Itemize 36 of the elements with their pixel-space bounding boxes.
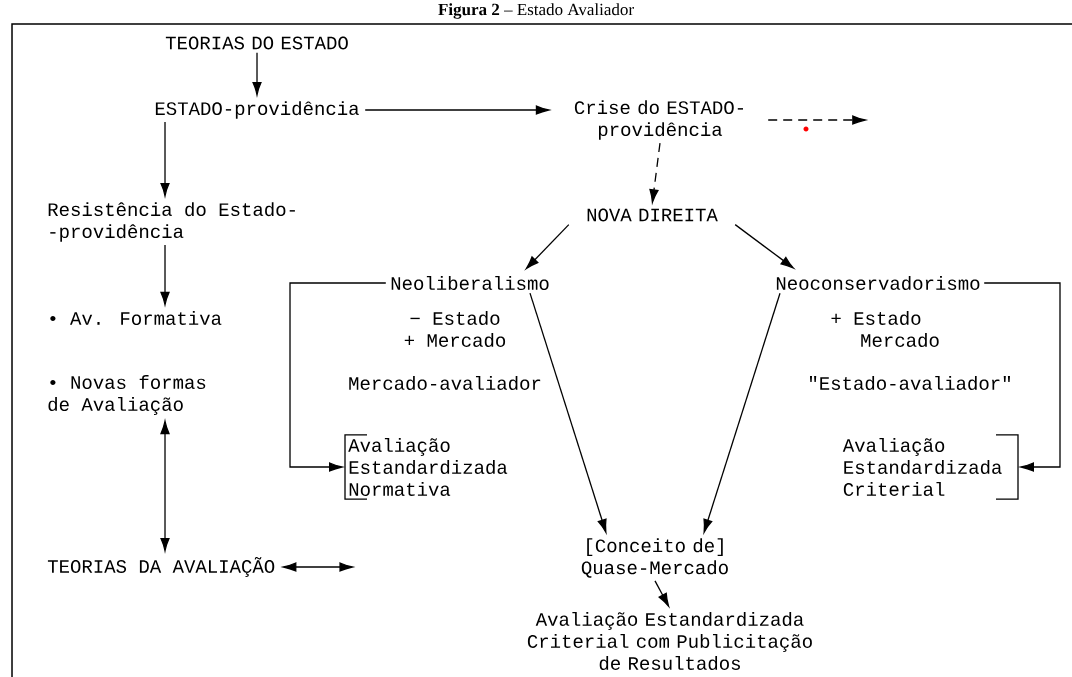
concept-text: ESTADO-providência <box>155 101 359 119</box>
heading-text: TEORIAS DO ESTADO <box>165 36 348 50</box>
concept-text: Crise do ESTADO-providência <box>574 100 743 140</box>
note-text: + Estado <box>831 311 921 325</box>
note-text: Mercado-avaliador <box>349 376 541 390</box>
arrow <box>252 52 262 96</box>
arrow <box>703 292 781 533</box>
arrow <box>983 282 1061 472</box>
concept-text: [Conceito de] Quase-Mercado <box>581 538 728 578</box>
heading-text: TEORIAS DA AVALIAÇÃO <box>47 557 275 577</box>
bracketed-text: Avaliação Estandardizada Normativa <box>344 434 508 500</box>
arrow <box>160 121 170 197</box>
arrow <box>160 420 170 552</box>
concept-text: Neoliberalismo <box>391 276 549 290</box>
arrow <box>529 292 607 533</box>
bullet-text: • Av. Formativa <box>50 311 222 325</box>
note-text: + Mercado <box>404 333 506 347</box>
arrow <box>767 115 866 125</box>
arrow <box>525 224 570 270</box>
figure-title: Figura 2 – Estado Avaliador <box>438 3 634 19</box>
note-text: "Estado-avaliador" <box>809 376 1010 390</box>
arrow <box>289 282 387 472</box>
bullet-text: • Novas formas de Avaliação <box>48 375 206 415</box>
arrow <box>364 105 550 115</box>
concept-text: Resistência do Estado- -providência <box>48 202 295 242</box>
arrow <box>160 244 170 306</box>
note-text: Mercado <box>861 333 939 347</box>
arrow <box>282 562 353 572</box>
arrow <box>649 142 661 203</box>
bracketed-text: Avaliação Estandardizada Criterial <box>842 434 1019 500</box>
concept-text: NOVA DIREITA <box>587 208 718 222</box>
arrow <box>654 580 670 607</box>
note-text: − Estado <box>410 311 500 325</box>
arrow <box>734 224 794 269</box>
concept-text: Avaliação Estandardizada Criterial com Publicitação de Resultados <box>527 612 812 670</box>
concept-text: Neoconservadorismo <box>776 276 980 290</box>
